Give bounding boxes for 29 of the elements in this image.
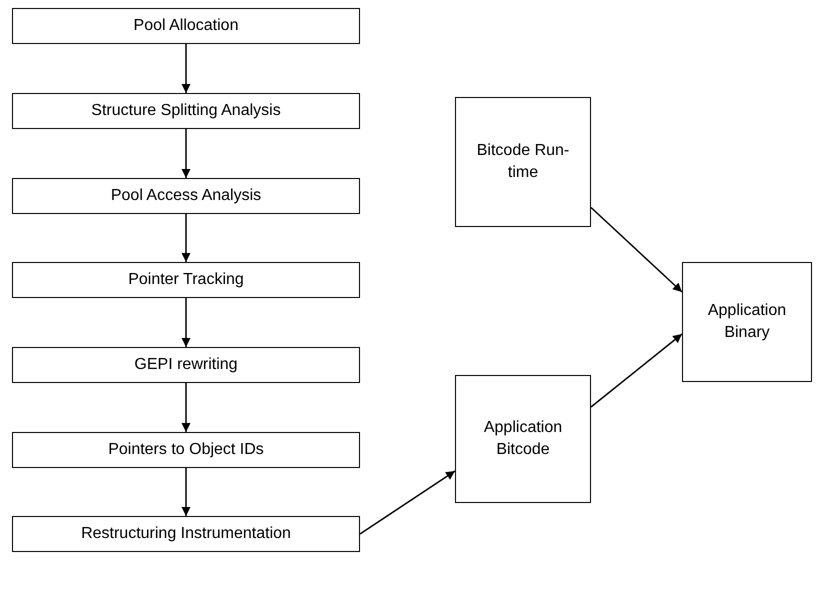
process-box bbox=[12, 93, 360, 129]
process-box bbox=[455, 375, 591, 503]
box-label: Application Bitcode bbox=[482, 418, 564, 460]
arrow bbox=[182, 129, 190, 178]
process-box bbox=[455, 97, 591, 227]
process-box bbox=[12, 262, 360, 298]
process-box bbox=[12, 178, 360, 214]
arrow bbox=[182, 214, 190, 262]
box-label: GEPI rewriting bbox=[134, 355, 238, 376]
arrow bbox=[590, 206, 683, 293]
box-label: Restructuring Instrumentation bbox=[81, 524, 291, 544]
box-label: Pool Allocation bbox=[134, 16, 238, 36]
arrow bbox=[590, 333, 682, 408]
box-label: Application Binary bbox=[706, 301, 788, 343]
box-label: Pointers to Object IDs bbox=[108, 440, 264, 460]
arrow bbox=[182, 44, 190, 93]
box-label: Structure Splitting Analysis bbox=[91, 101, 281, 122]
process-box bbox=[12, 347, 360, 383]
process-box bbox=[12, 8, 360, 44]
box-label: Bitcode Run-time bbox=[476, 141, 570, 183]
process-box bbox=[682, 262, 812, 382]
box-label: Pointer Tracking bbox=[128, 270, 244, 290]
box-label: Pool Access Analysis bbox=[110, 186, 262, 206]
arrow bbox=[182, 468, 190, 516]
process-box bbox=[12, 432, 360, 468]
arrow bbox=[182, 383, 190, 432]
arrow bbox=[182, 298, 190, 347]
process-box bbox=[12, 516, 360, 552]
arrow bbox=[360, 470, 456, 535]
